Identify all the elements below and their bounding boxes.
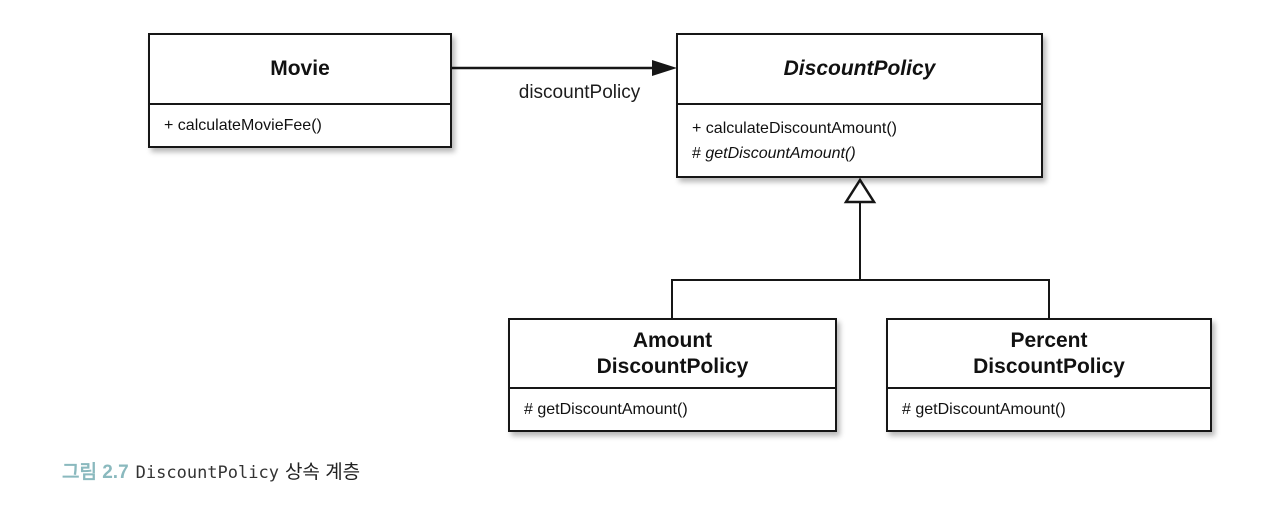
class-title-text-line2: DiscountPolicy (596, 354, 749, 378)
method-visibility: + (692, 119, 702, 137)
method-calculateMovieFee: + calculateMovieFee() (164, 113, 450, 138)
method-name: getDiscountAmount() (705, 144, 856, 162)
method-name: calculateDiscountAmount() (705, 119, 897, 137)
class-title-text-line1: Percent (1010, 328, 1088, 352)
class-methods-discount-policy: + calculateDiscountAmount() # getDiscoun… (678, 105, 1041, 176)
inheritance-connector (671, 177, 1050, 318)
method-name: calculateMovieFee() (177, 117, 322, 134)
class-box-movie: Movie + calculateMovieFee() (148, 33, 452, 148)
method-getDiscountAmount: # getDiscountAmount() (524, 397, 835, 422)
class-title-text-line2: DiscountPolicy (973, 354, 1125, 378)
figure-caption-text: 상속 계층 (284, 462, 361, 483)
class-title-percent-discount-policy: Percent DiscountPolicy (888, 320, 1210, 389)
association-arrowhead-icon (652, 60, 677, 76)
class-methods-movie: + calculateMovieFee() (150, 105, 450, 146)
class-box-amount-discount-policy: Amount DiscountPolicy # getDiscountAmoun… (508, 318, 837, 432)
method-visibility: + (164, 117, 174, 134)
class-title-discount-policy: DiscountPolicy (678, 35, 1041, 105)
class-title-text-line1: Amount (632, 328, 713, 352)
class-title-amount-discount-policy: Amount DiscountPolicy (510, 320, 835, 389)
class-title-movie: Movie (150, 35, 450, 105)
association-role-label: discountPolicy (518, 82, 641, 103)
class-methods-percent-discount-policy: # getDiscountAmount() (888, 389, 1210, 430)
class-title-text: DiscountPolicy (783, 57, 936, 80)
method-name: getDiscountAmount() (915, 401, 1066, 418)
class-methods-amount-discount-policy: # getDiscountAmount() (510, 389, 835, 430)
class-box-discount-policy: DiscountPolicy + calculateDiscountAmount… (676, 33, 1043, 178)
class-box-percent-discount-policy: Percent DiscountPolicy # getDiscountAmou… (886, 318, 1212, 432)
class-title-text: Movie (270, 57, 330, 80)
inheritance-branch-line (671, 279, 1050, 318)
method-getDiscountAmount: # getDiscountAmount() (902, 397, 1210, 422)
inheritance-triangle-icon (843, 177, 877, 204)
figure-number-label: 그림 2.7 (62, 462, 129, 483)
method-visibility: # (524, 401, 533, 418)
method-visibility: # (692, 144, 701, 162)
method-getDiscountAmount-abstract: # getDiscountAmount() (692, 141, 1041, 166)
method-calculateDiscountAmount: + calculateDiscountAmount() (692, 116, 1041, 141)
method-name: getDiscountAmount() (537, 401, 688, 418)
figure-caption-code: DiscountPolicy (135, 463, 279, 483)
association-arrow (452, 60, 677, 76)
method-visibility: # (902, 401, 911, 418)
